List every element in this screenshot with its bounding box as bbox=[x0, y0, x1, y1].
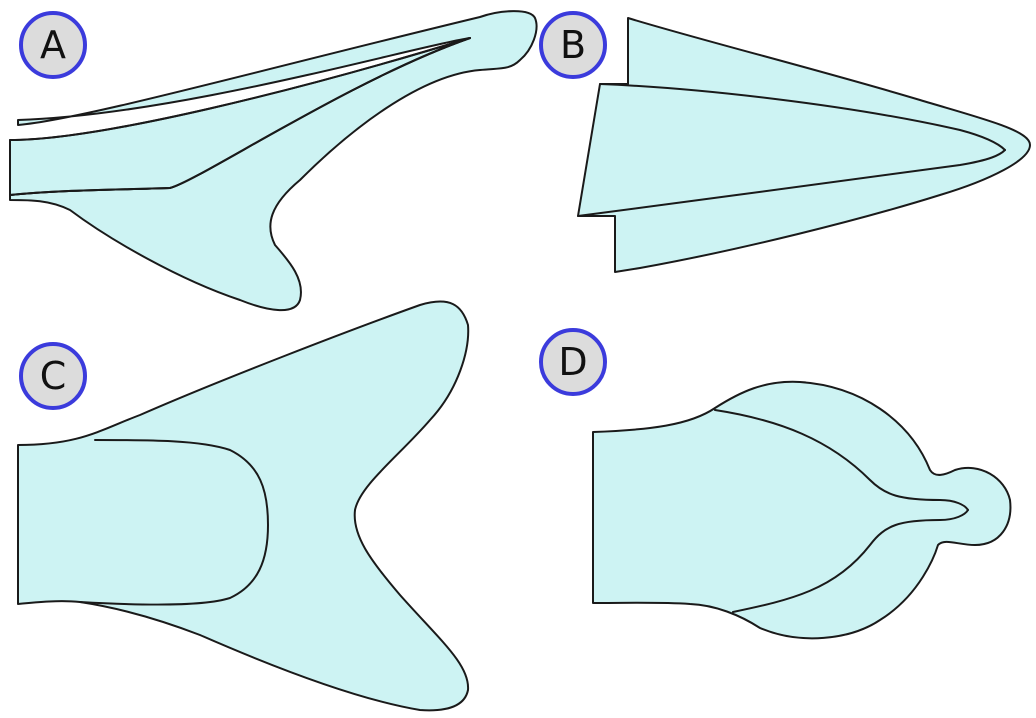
badge-c: C bbox=[19, 342, 87, 410]
panel-c bbox=[17, 300, 470, 712]
badge-c-label: C bbox=[40, 354, 67, 398]
panel-b-outline-lower bbox=[577, 149, 1006, 217]
badge-d-circle bbox=[539, 328, 607, 396]
panel-b-outline-upper bbox=[599, 83, 1006, 151]
panel-d-outline-upper bbox=[714, 409, 969, 511]
panel-a-outline-lower bbox=[9, 37, 471, 196]
badge-b-label: B bbox=[560, 23, 586, 67]
panel-b bbox=[577, 17, 1031, 273]
panel-c-outline-inner bbox=[79, 439, 270, 606]
badge-a-circle bbox=[19, 11, 87, 79]
badge-a: A bbox=[19, 11, 87, 79]
panel-d bbox=[592, 380, 1012, 640]
badge-d: D bbox=[539, 328, 607, 396]
badge-d-label: D bbox=[558, 340, 587, 384]
panel-c-shape bbox=[17, 300, 470, 712]
panel-d-outline-lower bbox=[732, 509, 969, 613]
panel-d-shape bbox=[592, 380, 1012, 640]
badge-c-circle bbox=[19, 342, 87, 410]
badge-a-label: A bbox=[40, 23, 66, 67]
badge-b: B bbox=[539, 11, 607, 79]
panel-a-outline-upper bbox=[9, 37, 471, 141]
panel-b-shape bbox=[577, 17, 1031, 273]
panel-a bbox=[9, 10, 538, 312]
badge-b-circle bbox=[539, 11, 607, 79]
